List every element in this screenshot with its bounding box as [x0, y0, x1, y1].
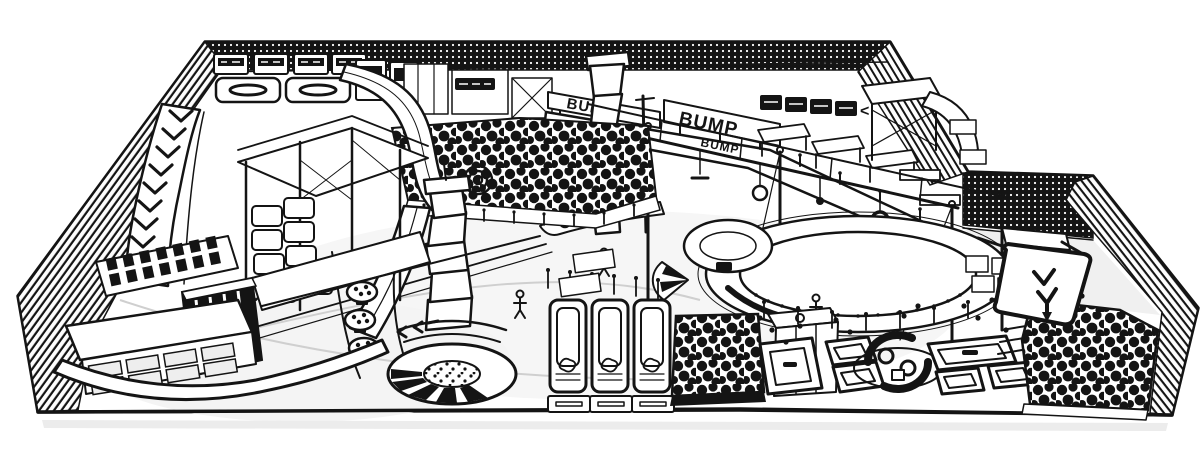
chevron-down-icon: [142, 181, 168, 195]
chevron-down-icon: [155, 145, 181, 159]
mushroom-stool: [343, 308, 377, 333]
chevron-down-icon: [133, 217, 159, 231]
chevron-down-icon: [130, 235, 156, 249]
upper-right-structure: [861, 77, 987, 165]
air-mats: [546, 268, 675, 413]
chevron-down-icon: [168, 109, 194, 123]
air-mat: [631, 298, 675, 413]
spinner-ride: [853, 331, 943, 393]
carousel-base: [386, 319, 518, 406]
down-arrow-icon: [1036, 287, 1058, 305]
down-arrow-icon: [1042, 304, 1052, 322]
pit-steps: [997, 325, 1027, 355]
front-ball-pit: [670, 312, 766, 406]
air-mat: [547, 298, 591, 413]
cafe-tables: [757, 123, 961, 206]
mushroom-stool: [345, 280, 379, 305]
ring-front-posts: [762, 300, 970, 331]
climbing-tower: [422, 163, 474, 332]
fan-floor-piece: [651, 261, 689, 301]
air-hockey-tables: [214, 76, 352, 104]
front-shadow: [42, 420, 1168, 431]
person-figure: [513, 289, 527, 319]
mid-floor-desks: [558, 248, 616, 298]
wall-signs: <: [760, 95, 870, 120]
chevron-down-icon: [137, 199, 163, 213]
chevron-down-icon: [148, 163, 174, 177]
drop-slide: [976, 227, 1093, 355]
down-arrow-icon: [1032, 268, 1056, 286]
divider-wall: [251, 231, 431, 311]
right-ball-pit: [1020, 298, 1160, 421]
reception-area: [52, 231, 541, 402]
chevron-down-icon: [161, 127, 187, 141]
wing-back-wall: [962, 172, 1094, 239]
air-mat: [589, 298, 633, 413]
trampoline-bed: [934, 366, 986, 396]
shoe-cubbies: [105, 235, 221, 287]
trampoline-bed: [824, 335, 878, 367]
floor-arrows: [396, 319, 440, 339]
chevron-left-icon: [396, 325, 408, 339]
counter-front-bar: [52, 338, 390, 402]
trampoline-bed: [758, 336, 824, 396]
trampoline-court: [758, 331, 1038, 396]
mini-loop-ride: [682, 218, 774, 274]
chevron-left-icon: [412, 320, 424, 334]
left-arrow-glyph: <: [860, 103, 870, 120]
wing-right-wall: [1065, 175, 1199, 416]
